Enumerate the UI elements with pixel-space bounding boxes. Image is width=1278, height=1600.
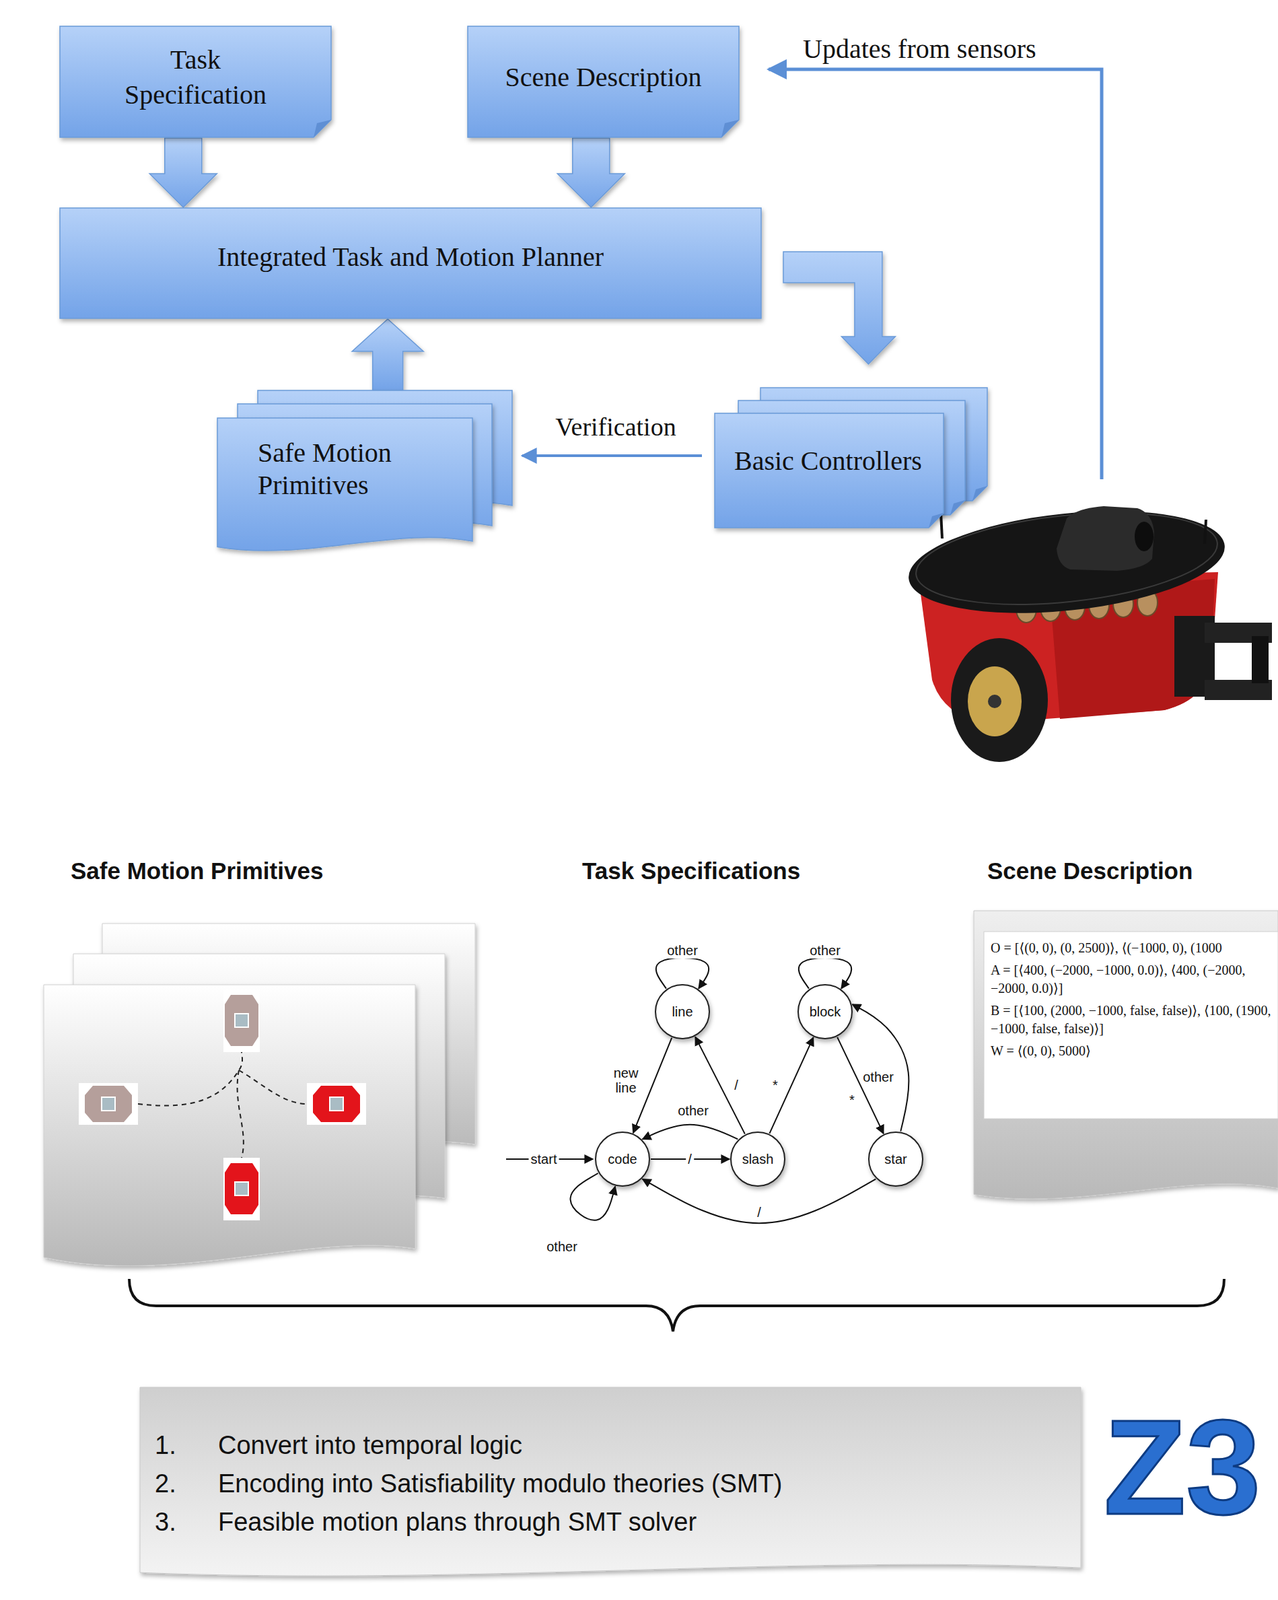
box-title: Task Specification <box>104 42 287 113</box>
document-outline <box>59 26 332 138</box>
transition-arrow <box>656 957 709 989</box>
state-circle: line <box>654 983 711 1040</box>
step-text: Convert into temporal logic <box>218 1429 783 1461</box>
step-panel: 1.Convert into temporal logic 2.Encoding … <box>139 1387 1081 1576</box>
state-name: star <box>884 1150 907 1167</box>
block-arrow <box>149 137 217 208</box>
box-title: Basic Controllers <box>734 444 984 478</box>
edge-label: other <box>664 942 700 959</box>
edge-label: / <box>732 1076 741 1093</box>
state-outline <box>595 1131 650 1186</box>
block-arrow <box>783 251 896 365</box>
panel-outline <box>139 1387 1081 1576</box>
start-label: start <box>528 1150 560 1167</box>
box-title: Integrated Task and Motion Planner <box>217 239 604 275</box>
process-box: Integrated Task and Motion Planner <box>59 207 762 319</box>
curly-brace <box>129 1278 1225 1332</box>
page-fold <box>950 500 966 515</box>
edge-label: Verification <box>552 411 679 442</box>
page-fold <box>928 512 944 528</box>
step-text: 2. <box>154 1467 219 1499</box>
logo-text: Z3 <box>1103 1399 1261 1535</box>
text-group: slash <box>729 1130 787 1188</box>
edge-label: new line <box>609 1065 643 1095</box>
state-circle: star <box>867 1130 925 1188</box>
state-name: line <box>671 1003 693 1020</box>
state-circle: slash <box>729 1130 787 1188</box>
box-title: Safe Motion Primitives <box>257 436 453 502</box>
transition-arrow <box>695 1036 745 1134</box>
text-group: Safe Motion Primitives <box>257 436 453 502</box>
edge-label: / <box>685 1150 694 1167</box>
formula-line: B = [⟨100, (2000, −1000, false, false)⟩,… <box>990 1001 1273 1038</box>
transition-arrow <box>837 1037 884 1134</box>
edge-label: other <box>675 1102 711 1119</box>
document-outline <box>467 26 739 138</box>
text-group: star <box>867 1130 925 1188</box>
transition-arrow <box>798 957 852 989</box>
state-name: block <box>809 1003 842 1020</box>
document-box: Task Specification <box>59 25 332 138</box>
page-fold <box>972 485 988 501</box>
edge-label: / <box>755 1203 764 1221</box>
motion-primitive-illustration <box>43 923 476 1266</box>
section-heading: Scene Description <box>987 856 1193 885</box>
stacked-document: Basic Controllers <box>714 387 988 528</box>
scene-panel: O = [⟨(0, 0), (0, 2500)⟩, ⟨(−1000, 0), (… <box>973 910 1278 1199</box>
text-group: code <box>594 1130 651 1188</box>
text-group: Task Specification <box>59 25 332 130</box>
section-heading: Safe Motion Primitives <box>70 856 324 885</box>
state-outline <box>798 984 852 1039</box>
transition-arrow <box>769 1037 813 1134</box>
page-fold <box>721 119 739 138</box>
page-fold <box>313 119 332 138</box>
document-box: Scene Description <box>467 25 740 138</box>
step-text: Feasible motion plans through SMT solver <box>218 1506 783 1538</box>
robot-illustration <box>903 497 1272 762</box>
step-text: 3. <box>154 1506 219 1538</box>
state-circle: block <box>796 983 854 1040</box>
text-group: Scene Description <box>467 25 740 130</box>
state-name: code <box>607 1150 637 1167</box>
edge-label: other <box>807 942 843 959</box>
stacked-document: Safe Motion Primitives <box>217 390 513 551</box>
sheet-outline <box>217 417 473 551</box>
block-arrow <box>351 318 424 391</box>
formula-line: O = [⟨(0, 0), (0, 2500)⟩, ⟨(−1000, 0), (… <box>990 938 1273 957</box>
text-group: 1.Convert into temporal logic 2.Encoding … <box>154 1425 783 1541</box>
state-outline <box>868 1131 923 1186</box>
edge-label: * <box>847 1091 857 1108</box>
edge-label: * <box>770 1076 780 1093</box>
formula-line: A = [⟨400, (−2000, −1000, 0.0)⟩, ⟨400, (… <box>990 961 1273 998</box>
panel-inner <box>983 931 1278 1119</box>
text-group: O = [⟨(0, 0), (0, 2500)⟩, ⟨(−1000, 0), (… <box>990 938 1273 1064</box>
state-name: slash <box>742 1150 774 1167</box>
verification-arrow <box>522 454 702 457</box>
edge-label: other <box>860 1068 896 1085</box>
state-outline <box>730 1131 785 1186</box>
transition-arrow <box>642 1124 739 1140</box>
arrow-label: Updates from sensors <box>802 33 1037 65</box>
state-outline <box>655 984 710 1039</box>
step-text: 1. <box>154 1429 219 1461</box>
text-group: Basic Controllers <box>734 444 984 478</box>
step-text: Encoding into Satisfiability modulo theo… <box>218 1467 783 1499</box>
text-group: line <box>654 983 711 1040</box>
formula-line: W = ⟨(0, 0), 5000⟩ <box>990 1041 1273 1060</box>
box-outline <box>59 207 762 319</box>
text-group: block <box>796 983 854 1040</box>
box-title: Scene Description <box>504 59 702 95</box>
panel-outline <box>973 910 1278 1199</box>
state-circle: code <box>594 1130 651 1188</box>
transition-arrow <box>852 1004 910 1132</box>
block-arrow <box>557 137 625 208</box>
text-group: Integrated Task and Motion Planner <box>59 207 762 307</box>
section-heading: Task Specifications <box>582 856 801 885</box>
edge-label: other <box>544 1238 580 1255</box>
